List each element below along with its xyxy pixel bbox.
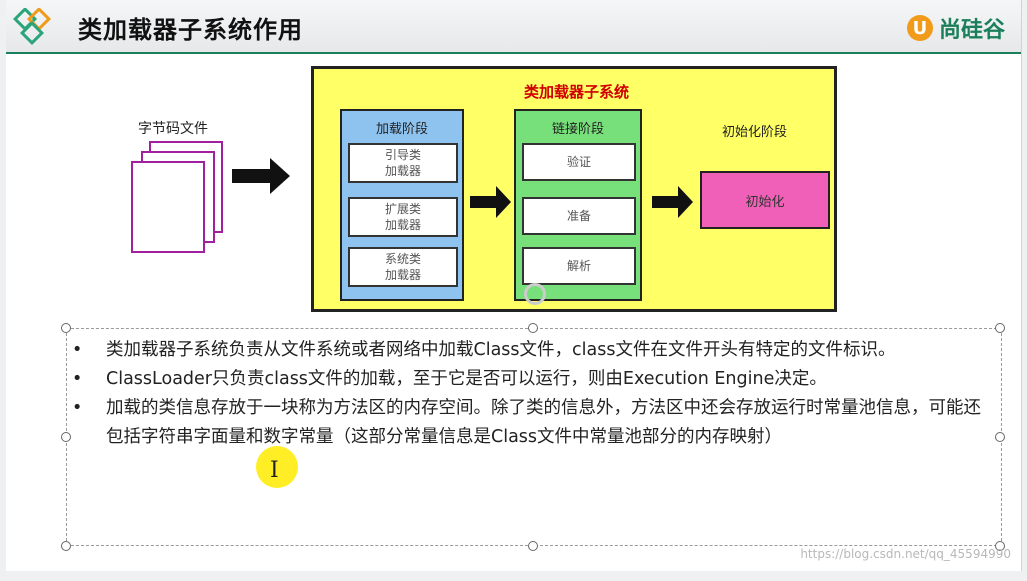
text-cursor-icon: I	[270, 458, 279, 483]
bullet-dot-icon: •	[72, 340, 83, 360]
resize-handle-left[interactable]	[61, 432, 71, 442]
bullet-text: 加载的类信息存放于一块称为方法区的内存空间。除了类的信息外，方法区中还会存放运行…	[106, 398, 981, 447]
rotate-handle-icon[interactable]	[524, 283, 546, 305]
slide-title: 类加载器子系统作用	[78, 16, 303, 44]
resolve-step: 解析	[522, 247, 636, 285]
bytecode-file-stack-icon	[131, 141, 223, 253]
resize-handle-right[interactable]	[995, 432, 1005, 442]
bullet-dot-icon: •	[72, 369, 83, 389]
brand-logo: U 尚硅谷	[906, 12, 1005, 44]
resize-handle-bottom-right[interactable]	[995, 541, 1005, 551]
link-phase-title: 链接阶段	[551, 122, 604, 137]
resize-handle-top-right[interactable]	[995, 323, 1005, 333]
resize-handle-bottom[interactable]	[528, 541, 538, 551]
mouse-highlight	[256, 446, 298, 488]
bootstrap-class-loader: 引导类 加载器	[348, 143, 458, 183]
diamond-logo-icon	[12, 8, 52, 46]
arrow-right-icon	[232, 158, 290, 194]
list-item: • 加载的类信息存放于一块称为方法区的内存空间。除了类的信息外，方法区中还会存放…	[72, 394, 987, 452]
load-phase-title: 加载阶段	[375, 122, 428, 137]
slide: 类加载器子系统作用 U 尚硅谷 字节码文件 类加载器子系统 加载阶段 引导类 加…	[6, 0, 1022, 571]
brand-name: 尚硅谷	[938, 18, 1005, 43]
bytecode-file-label: 字节码文件	[138, 121, 208, 137]
slide-header: 类加载器子系统作用 U 尚硅谷	[6, 0, 1021, 54]
verify-step: 验证	[522, 143, 636, 181]
brand-u-icon: U	[906, 15, 933, 41]
bullet-list[interactable]: • 类加载器子系统负责从文件系统或者网络中加载Class文件，class文件在文…	[72, 336, 987, 452]
arrow-right-icon	[470, 186, 511, 218]
bullet-text: ClassLoader只负责class文件的加载，至于它是否可以运行，则由Exe…	[106, 369, 827, 389]
init-phase-title: 初始化阶段	[722, 125, 788, 140]
list-item: • ClassLoader只负责class文件的加载，至于它是否可以运行，则由E…	[72, 365, 987, 394]
init-phase: 初始化	[700, 171, 830, 229]
arrow-right-icon	[652, 186, 693, 218]
watermark: https://blog.csdn.net/qq_45594990	[800, 547, 1011, 561]
class-loader-subsystem: 类加载器子系统 加载阶段 引导类 加载器 扩展类 加载器 系统类 加载器 链接阶…	[311, 66, 837, 312]
resize-handle-top[interactable]	[528, 323, 538, 333]
system-class-loader: 系统类 加载器	[348, 247, 458, 287]
resize-handle-top-left[interactable]	[61, 323, 71, 333]
list-item: • 类加载器子系统负责从文件系统或者网络中加载Class文件，class文件在文…	[72, 336, 987, 365]
subsystem-title: 类加载器子系统	[524, 83, 630, 101]
bullet-dot-icon: •	[72, 398, 83, 418]
resize-handle-bottom-left[interactable]	[61, 541, 71, 551]
bullet-text: 类加载器子系统负责从文件系统或者网络中加载Class文件，class文件在文件开…	[106, 340, 896, 360]
load-phase: 加载阶段 引导类 加载器 扩展类 加载器 系统类 加载器	[340, 109, 464, 301]
prepare-step: 准备	[522, 197, 636, 235]
link-phase: 链接阶段 验证 准备 解析	[514, 109, 642, 301]
extension-class-loader: 扩展类 加载器	[348, 197, 458, 237]
